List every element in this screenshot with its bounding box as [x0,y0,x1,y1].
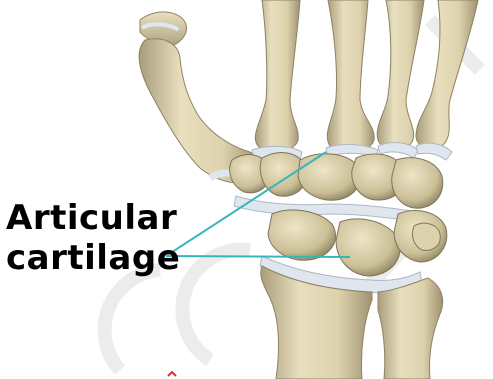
metacarpal-5 [416,0,478,149]
articular-cartilage-label: Articular cartilage [6,198,180,278]
proximal-carpals [268,210,447,276]
label-line-1: Articular [6,198,180,238]
label-line-2: cartilage [6,238,180,278]
distal-carpals [230,153,443,209]
metacarpal-3 [327,0,374,153]
metacarpal-2 [255,0,300,152]
ulna-bone [378,278,443,379]
red-mark [168,372,176,376]
